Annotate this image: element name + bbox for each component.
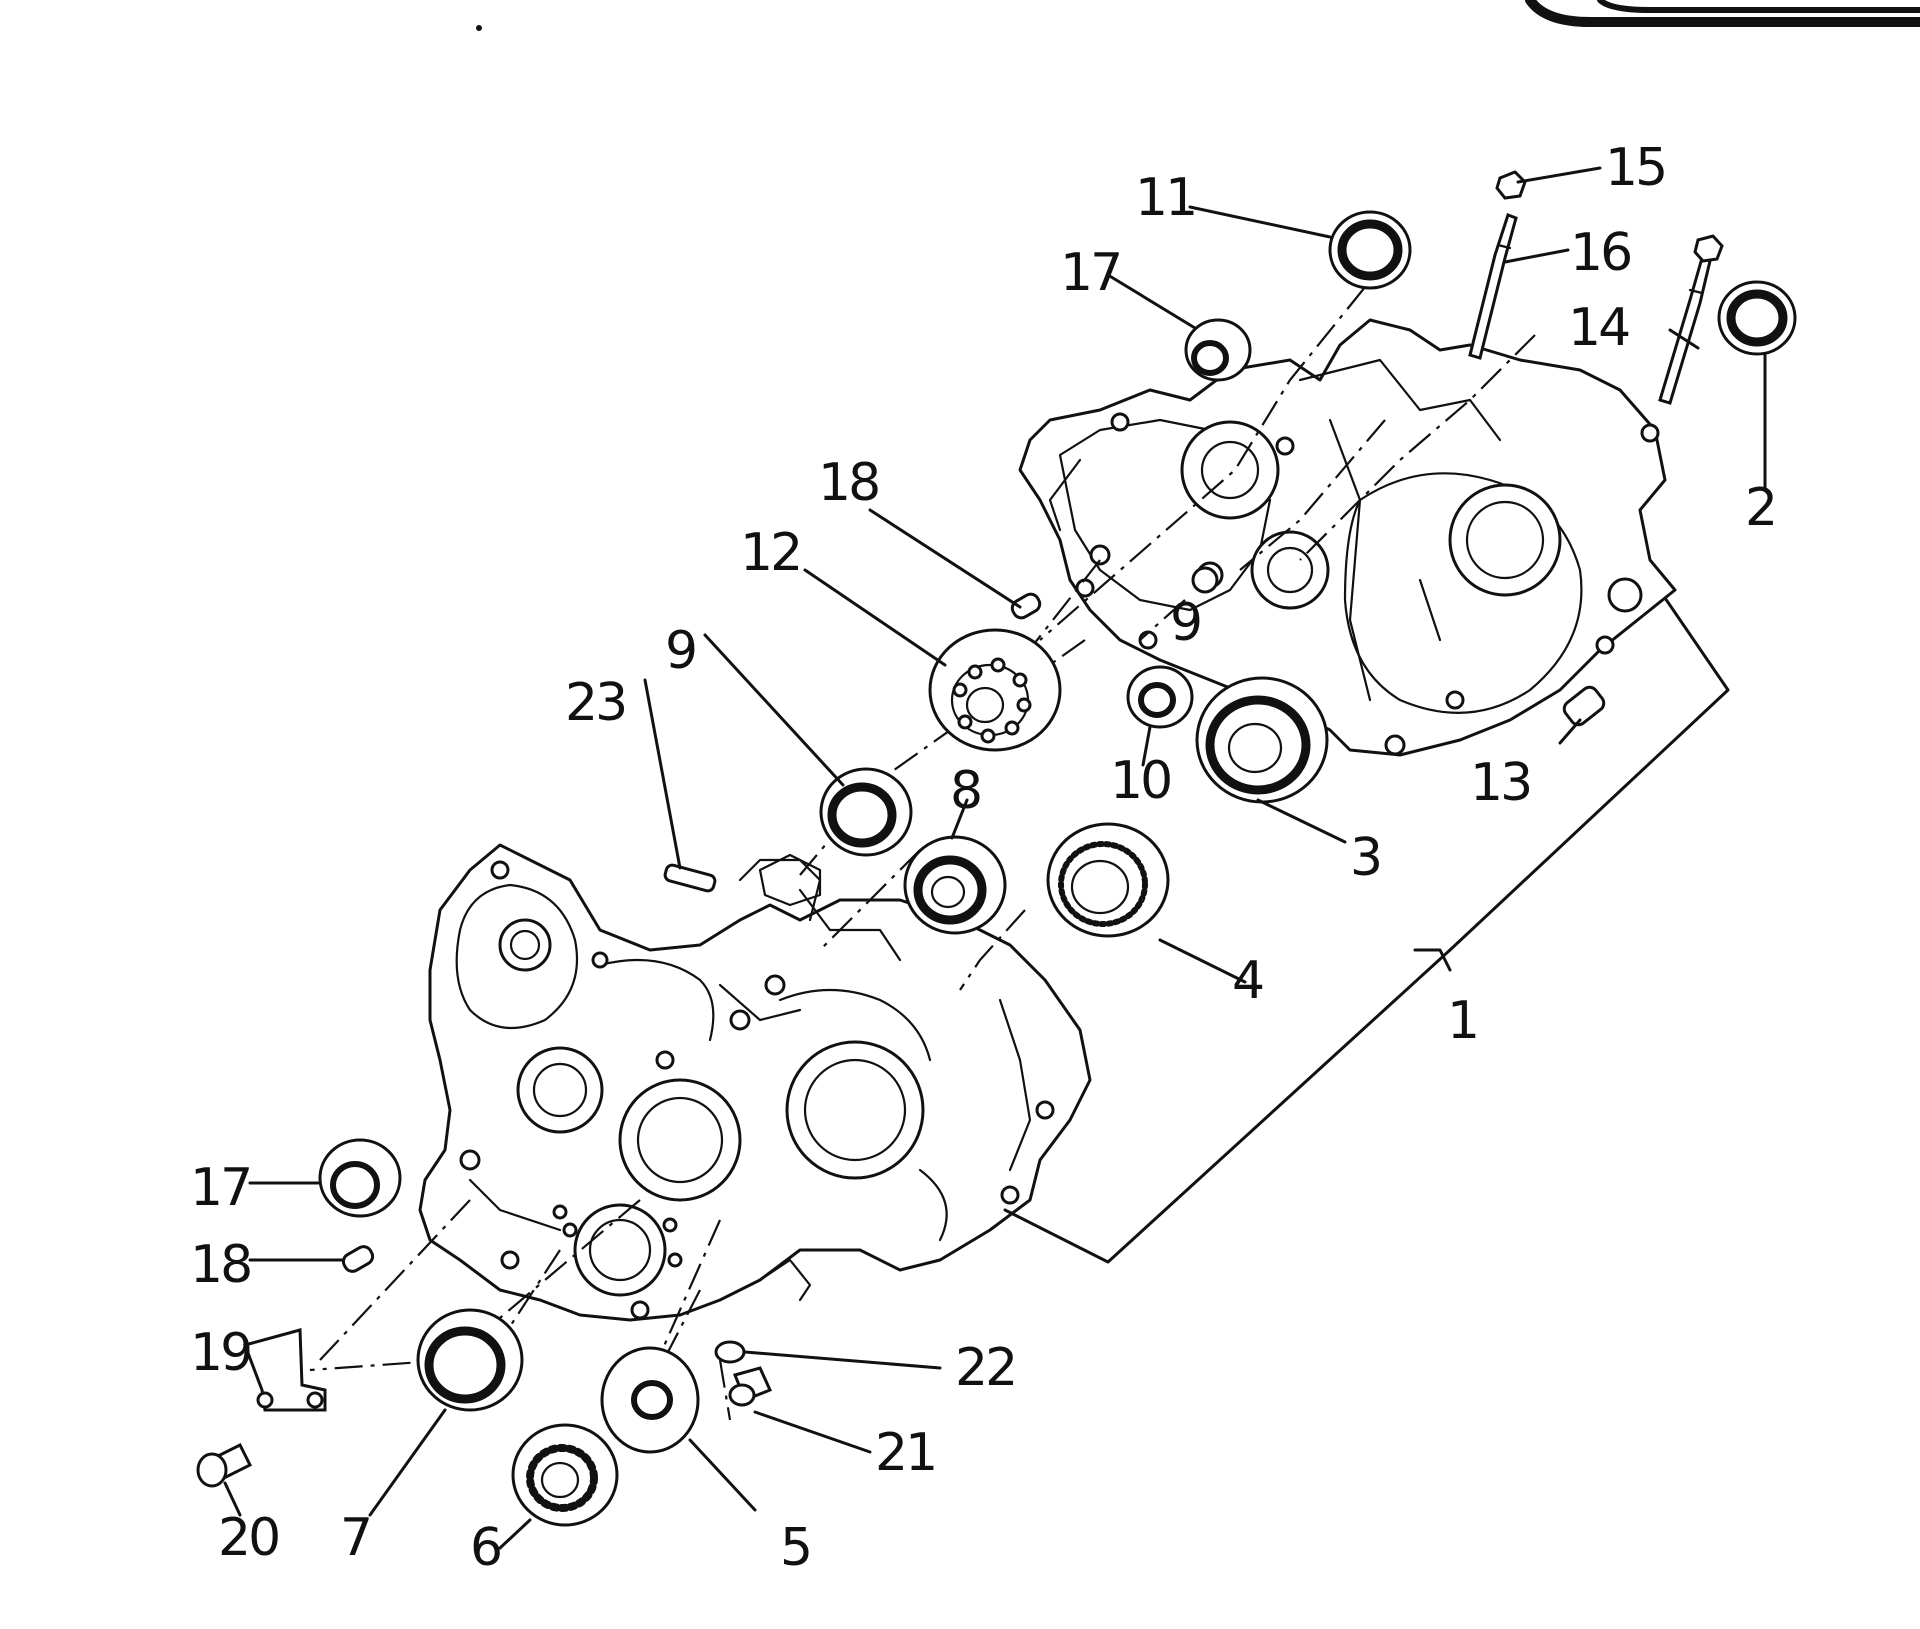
left-crankcase-half (418, 843, 1092, 1322)
callout-15: 15 (1605, 138, 1665, 198)
part-14-stud (1658, 256, 1712, 405)
callout-8: 8 (950, 761, 980, 821)
callout-21: 21 (875, 1423, 935, 1483)
part-9-bearing-top (1191, 566, 1219, 594)
callout-18-bottom: 18 (190, 1235, 250, 1295)
part-5-washer (600, 1346, 700, 1454)
callout-9-upper: 9 (1170, 593, 1200, 653)
part-18-dowel-bottom (341, 1245, 375, 1273)
part-17-plug-bottom (318, 1138, 402, 1218)
callout-9-lower: 9 (665, 621, 695, 681)
callout-4: 4 (1232, 951, 1263, 1011)
callout-6: 6 (470, 1518, 500, 1578)
part-21-bolt (728, 1366, 773, 1407)
callout-3: 3 (1350, 828, 1380, 888)
callout-17-top: 17 (1060, 243, 1120, 303)
part-17-plug-top (1184, 318, 1252, 382)
part-3-bearing (1195, 676, 1329, 804)
callout-12: 12 (740, 523, 800, 583)
part-13-plug (1562, 685, 1606, 727)
callout-labels: 1 2 3 4 5 6 7 8 9 9 10 11 12 13 14 15 16… (190, 138, 1778, 1578)
part-20-screw (196, 1442, 253, 1488)
part-10-bearing (1126, 665, 1194, 729)
part-6-bearing (511, 1423, 619, 1527)
part-8-bearing (903, 835, 1007, 935)
part-4-bearing (1046, 822, 1170, 938)
part-23-stud (663, 863, 717, 893)
speck (476, 25, 482, 31)
part-7-oil-seal (416, 1308, 524, 1412)
callout-16: 16 (1570, 223, 1630, 283)
leader-lines (223, 166, 1767, 1550)
callout-13: 13 (1470, 753, 1530, 813)
part-2-oil-seal (1717, 280, 1797, 356)
part-12-bearing (928, 628, 1062, 752)
callout-1: 1 (1447, 991, 1477, 1051)
logo-fragment (1525, 0, 1920, 27)
part-15-nut-a (1495, 170, 1527, 200)
part-16-stud (1468, 213, 1518, 360)
callout-18-top: 18 (818, 453, 878, 513)
part-11-oil-seal (1328, 210, 1412, 290)
callout-14: 14 (1568, 298, 1629, 358)
callout-5: 5 (780, 1518, 810, 1578)
callout-11: 11 (1135, 168, 1195, 228)
part-22-washer (714, 1340, 746, 1364)
callout-20: 20 (218, 1508, 278, 1568)
part-19-bracket (243, 1328, 327, 1412)
part-15-nut-b (1693, 234, 1724, 263)
callout-10: 10 (1110, 751, 1170, 811)
right-crankcase-half (1018, 318, 1677, 757)
callout-19: 19 (190, 1323, 250, 1383)
callout-22: 22 (955, 1338, 1015, 1398)
callout-7: 7 (340, 1508, 370, 1568)
part-9-bearing (819, 767, 913, 857)
callout-23: 23 (565, 673, 625, 733)
part-18-dowel-top (1010, 592, 1042, 620)
callout-2: 2 (1745, 478, 1775, 538)
callout-17-bottom: 17 (190, 1158, 250, 1218)
